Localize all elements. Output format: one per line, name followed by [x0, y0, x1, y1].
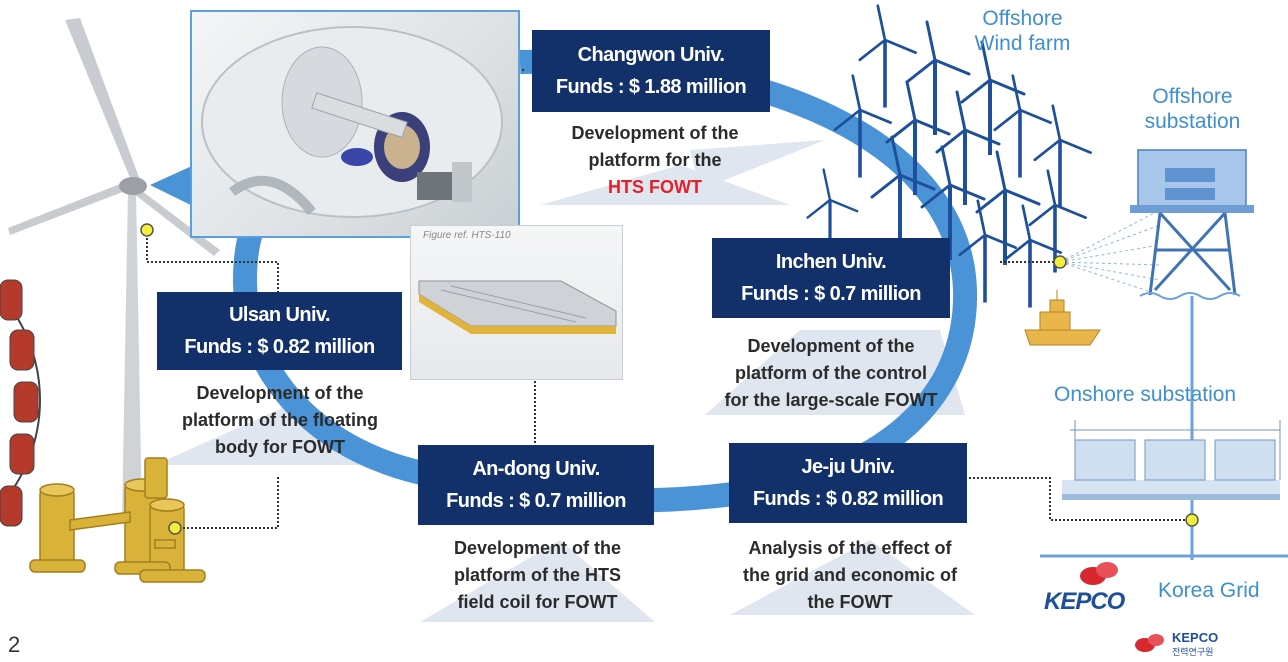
- farm-turbine: [1003, 204, 1062, 308]
- ship-icon: [1024, 290, 1101, 346]
- incheon-name: Inchen Univ.: [775, 251, 887, 273]
- pointer-incheon: [705, 330, 965, 415]
- korea-grid-label: Korea Grid: [1158, 579, 1260, 602]
- offshore-wind-farm: [806, 4, 1092, 308]
- changwon-desc-highlight: HTS FOWT: [608, 177, 702, 197]
- andong-description: Development of the platform of the HTS f…: [415, 535, 660, 616]
- page-number: 2: [8, 632, 21, 657]
- offshore-wind-farm-label: Offshore Wind farm: [965, 6, 1080, 56]
- jeju-name: Je-ju Univ.: [801, 456, 895, 478]
- incheon-funds: Funds : $ 0.7 million: [741, 283, 921, 305]
- ulsan-desc-line1: Development of the: [196, 383, 364, 403]
- kepco-logo-mark: [1080, 562, 1118, 585]
- main-wind-turbine: [8, 18, 220, 520]
- incheon-desc-line1: Development of the: [747, 336, 915, 356]
- jeju-box: Je-ju Univ. Funds : $ 0.82 million: [729, 443, 967, 523]
- offshore-substation-icon: [1130, 149, 1254, 560]
- pointer-andong: [420, 540, 655, 622]
- andong-desc-line1: Development of the: [453, 538, 622, 558]
- changwon-description: Development of the platform for the HTS …: [540, 120, 770, 201]
- ulsan-box: Ulsan Univ. Funds : $ 0.82 million: [157, 292, 402, 370]
- kepco-logo-text: KEPCO: [1044, 588, 1125, 615]
- pointer-changwon-right: [690, 140, 825, 190]
- hts-coil-illustration: [418, 280, 617, 334]
- kepri-logo-kr: 전력연구원: [1172, 647, 1214, 657]
- offshore-substation-line2: substation: [1144, 110, 1241, 133]
- nacelle-illustration: [201, 26, 503, 218]
- pointer-jeju: [730, 540, 975, 615]
- andong-desc-line2: platform of the HTS: [454, 565, 621, 585]
- onshore-substation-label: Onshore substation: [1054, 383, 1237, 406]
- changwon-box: Changwon Univ. Funds : $ 1.88 million: [532, 30, 770, 112]
- farm-turbine: [958, 199, 1017, 303]
- farm-turbine: [920, 145, 986, 260]
- farm-turbine: [905, 20, 971, 135]
- offshore-substation-line1: Offshore: [1152, 85, 1233, 108]
- nacelle-photo: [190, 10, 520, 238]
- ulsan-desc-line2: platform of the floating: [182, 410, 378, 430]
- offshore-wind-farm-line1: Offshore: [982, 7, 1063, 30]
- offshore-wind-farm-line2: Wind farm: [974, 32, 1071, 55]
- farm-turbine: [833, 74, 892, 178]
- andong-name: An-dong Univ.: [472, 458, 600, 480]
- kepri-logo-en: KEPCO: [1172, 630, 1219, 645]
- farm-to-substation-lines: [1059, 209, 1161, 296]
- incheon-desc-line3: for the large-scale FOWT: [724, 390, 938, 410]
- jeju-desc-line3: the FOWT: [807, 592, 893, 612]
- jeju-desc-line1: Analysis of the effect of: [748, 538, 952, 558]
- ulsan-description: Development of the platform of the float…: [150, 380, 410, 461]
- onshore-substation-icon: [1062, 420, 1281, 500]
- incheon-description: Development of the platform of the contr…: [700, 333, 962, 414]
- ulsan-funds: Funds : $ 0.82 million: [184, 336, 375, 358]
- pointer-changwon: [540, 165, 790, 205]
- andong-box: An-dong Univ. Funds : $ 0.7 million: [418, 445, 654, 525]
- hts-coil-photo: Figure ref. HTS-110: [410, 225, 623, 380]
- farm-turbine: [993, 74, 1052, 178]
- jeju-description: Analysis of the effect of the grid and e…: [715, 535, 985, 616]
- ulsan-desc-line3: body for FOWT: [215, 437, 345, 457]
- farm-turbine: [975, 150, 1041, 265]
- changwon-name: Changwon Univ.: [577, 44, 725, 66]
- andong-desc-line3: field coil for FOWT: [457, 592, 618, 612]
- changwon-funds: Funds : $ 1.88 million: [555, 76, 747, 98]
- kepri-logo-mark: [1135, 634, 1164, 652]
- floating-platform: [29, 457, 206, 583]
- changwon-desc-line1: Development of the: [571, 123, 739, 143]
- generator-cross-section: [0, 279, 41, 527]
- andong-funds: Funds : $ 0.7 million: [446, 490, 626, 512]
- farm-turbine: [870, 135, 936, 250]
- farm-turbine: [858, 4, 917, 108]
- figure-ref-caption: Figure ref. HTS-110: [423, 230, 511, 241]
- incheon-box: Inchen Univ. Funds : $ 0.7 million: [712, 238, 950, 318]
- changwon-desc-line2: platform for the: [588, 150, 722, 170]
- incheon-desc-line2: platform of the control: [735, 363, 927, 383]
- farm-turbine: [1033, 104, 1092, 208]
- jeju-funds: Funds : $ 0.82 million: [752, 488, 944, 510]
- farm-turbine: [960, 40, 1026, 155]
- ulsan-name: Ulsan Univ.: [229, 304, 330, 326]
- jeju-desc-line2: the grid and economic of: [742, 565, 957, 585]
- offshore-substation-label: Offshore substation: [1130, 84, 1255, 134]
